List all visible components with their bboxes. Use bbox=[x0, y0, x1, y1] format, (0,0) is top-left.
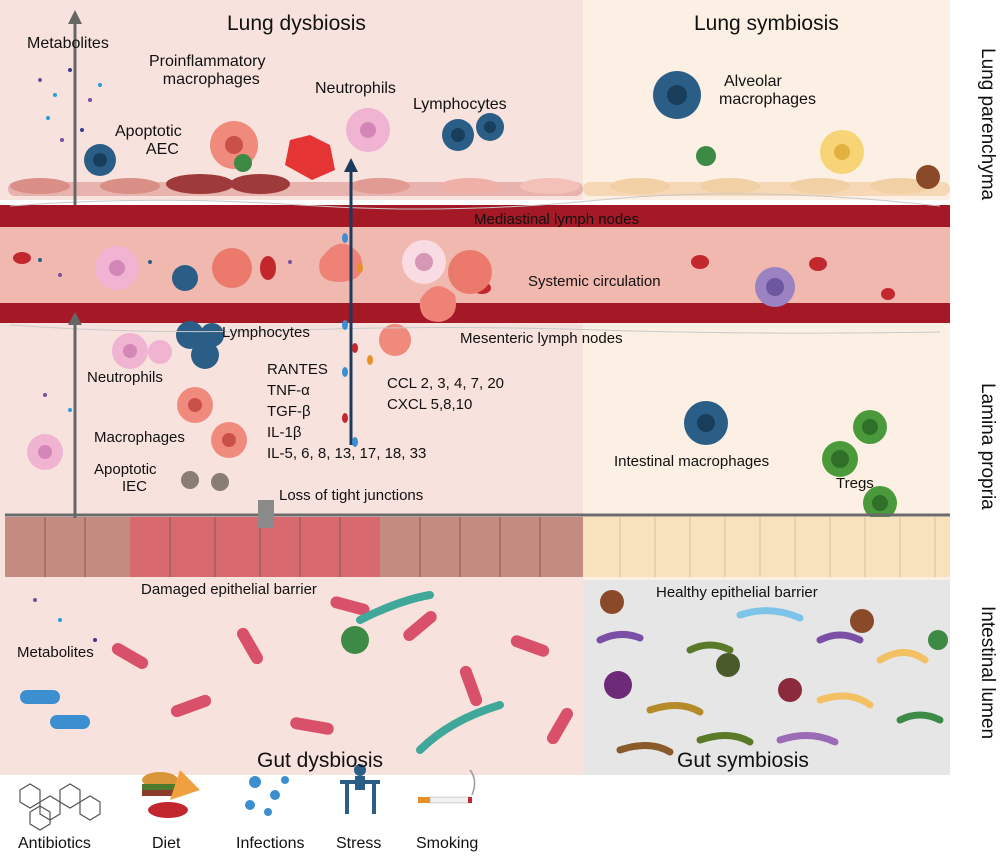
gut-dysbiosis-bacteria bbox=[20, 591, 573, 754]
upward-arrows bbox=[68, 10, 358, 518]
proinflammatory-macrophages-label: Proinflammatory macrophages bbox=[149, 53, 266, 88]
infections-label: Infections bbox=[236, 835, 305, 852]
lamina-lymphocytes-label: Lymphocytes bbox=[222, 324, 310, 341]
tregs-label: Tregs bbox=[836, 475, 874, 492]
lamina-dysbiosis-cells bbox=[27, 321, 411, 491]
gut-metabolites-label: Metabolites bbox=[17, 644, 94, 661]
intestinal-lumen-label: Intestinal lumen bbox=[977, 606, 998, 740]
apoptotic-iec-label: Apoptotic IEC bbox=[94, 461, 157, 495]
infections-icon bbox=[245, 776, 289, 816]
gut-symbiosis-title: Gut symbiosis bbox=[677, 749, 809, 772]
lymph-network bbox=[9, 193, 941, 334]
mediastinal-lymph-nodes-label: Mediastinal lymph nodes bbox=[474, 211, 640, 228]
lamina-neutrophils-label: Neutrophils bbox=[87, 369, 163, 386]
lamina-symbiosis-cells bbox=[684, 401, 897, 520]
metabolite-dots bbox=[33, 68, 292, 642]
cytokine-item: TGF-β bbox=[267, 403, 311, 420]
healthy-barrier-label: Healthy epithelial barrier bbox=[656, 584, 818, 601]
cytokine-item: IL-5, 6, 8, 13, 17, 18, 33 bbox=[267, 445, 427, 462]
diet-label: Diet bbox=[152, 835, 181, 852]
lamina-macrophages-label: Macrophages bbox=[94, 429, 185, 446]
gut-dysbiosis-bg bbox=[0, 580, 583, 775]
loss-tight-junctions-label: Loss of tight junctions bbox=[279, 487, 424, 504]
antibiotics-icon bbox=[19, 783, 101, 831]
lung-symbiosis-title: Lung symbiosis bbox=[694, 12, 839, 35]
lung-symbiosis-cells bbox=[653, 71, 940, 189]
smoking-icon bbox=[418, 769, 476, 804]
damaged-barrier-label: Damaged epithelial barrier bbox=[141, 581, 317, 598]
gut-symbiosis-bacteria bbox=[596, 590, 948, 756]
chemokine-list: CCL 2, 3, 4, 7, 20 CXCL 5,8,10 bbox=[387, 373, 504, 415]
cytokine-list: RANTES TNF-α TGF-β IL-1β IL-5, 6, 8, 13,… bbox=[267, 359, 426, 464]
lung-metabolites-label: Metabolites bbox=[27, 35, 109, 52]
antibiotics-label: Antibiotics bbox=[18, 835, 91, 852]
stress-label: Stress bbox=[336, 835, 382, 852]
lung-symbiosis-bg bbox=[583, 0, 950, 200]
lamina-propria-label: Lamina propria bbox=[977, 383, 998, 510]
mesenteric-lymph-nodes-label: Mesenteric lymph nodes bbox=[460, 330, 623, 347]
cytokine-dots bbox=[342, 233, 373, 447]
lung-neutrophils-label: Neutrophils bbox=[315, 80, 396, 97]
intestinal-epithelium bbox=[5, 500, 950, 577]
lung-parenchyma-label: Lung parenchyma bbox=[977, 48, 998, 201]
cytokine-item: IL-1β bbox=[267, 424, 302, 441]
intestinal-macrophages-label: Intestinal macrophages bbox=[614, 453, 770, 470]
apoptotic-aec-label: Apoptotic AEC bbox=[115, 123, 182, 158]
chemokine-item: CCL 2, 3, 4, 7, 20 bbox=[387, 375, 505, 392]
lung-lymphocytes-label: Lymphocytes bbox=[413, 96, 507, 113]
lung-dysbiosis-cells bbox=[84, 108, 504, 180]
gut-dysbiosis-title: Gut dysbiosis bbox=[257, 749, 384, 772]
smoking-label: Smoking bbox=[416, 835, 479, 852]
chemokine-item: CXCL 5,8,10 bbox=[387, 396, 473, 413]
cytokine-item: TNF-α bbox=[267, 382, 310, 399]
cytokine-item: RANTES bbox=[267, 361, 328, 378]
stress-icon bbox=[340, 764, 380, 814]
lung-dysbiosis-title: Lung dysbiosis bbox=[227, 12, 366, 35]
alveolar-macrophages-label: Alveolar macrophages bbox=[719, 73, 816, 108]
diet-icon bbox=[142, 770, 200, 818]
lung-epithelium bbox=[8, 174, 950, 196]
systemic-circulation-label: Systemic circulation bbox=[528, 273, 661, 290]
